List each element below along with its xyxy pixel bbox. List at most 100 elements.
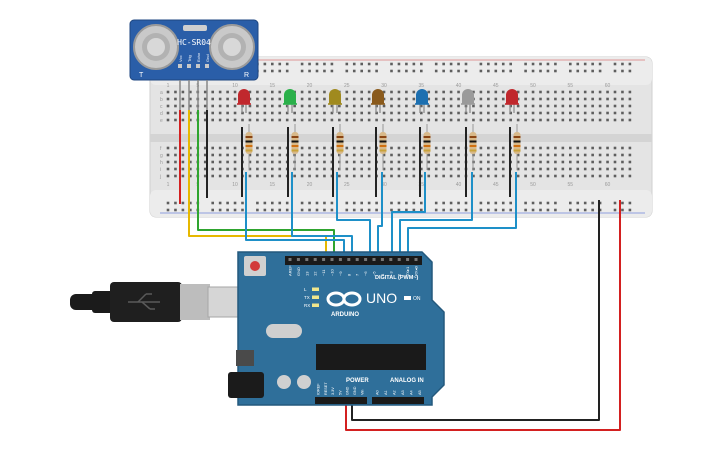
led-2	[283, 89, 297, 113]
column-number: 60	[605, 182, 611, 188]
analog-header	[372, 397, 424, 404]
power-pin-label: IOREF	[317, 383, 321, 395]
row-letter: i	[160, 167, 161, 173]
sensor-pin	[178, 64, 182, 68]
row-letter: a	[160, 90, 163, 96]
resistor-4	[379, 124, 387, 170]
analog-pin-label: A3	[401, 390, 405, 395]
analog-pin-label: A2	[393, 390, 397, 395]
column-number: 30	[381, 182, 387, 188]
digital-pin-label: ~10	[330, 268, 335, 276]
digital-pin-label: RX◂0	[414, 265, 419, 276]
digital-pin-label: AREF	[288, 265, 293, 276]
sensor-leads	[179, 80, 208, 110]
board-led-label: L	[304, 287, 307, 292]
power-pin-label: 3.3V	[331, 387, 335, 395]
capacitor	[277, 375, 291, 389]
row-letter: h	[160, 160, 163, 166]
sensor-t-mark: T	[139, 72, 144, 79]
column-number: 35	[419, 182, 425, 188]
resistor-7	[513, 124, 521, 170]
sensor-pin-label: Echo	[196, 52, 201, 62]
sensor-r-mark: R	[244, 72, 249, 79]
column-number: 1	[167, 83, 170, 89]
wire-trig-yellow	[188, 110, 327, 262]
sensor-pin-label: Vcc	[178, 55, 183, 62]
voltage-regulator	[236, 350, 254, 366]
row-letter: g	[160, 153, 163, 159]
wire-led3-blue	[336, 172, 371, 262]
digital-pin-label: 7	[355, 273, 360, 276]
digital-pin-label: 8	[346, 273, 351, 276]
digital-pin-label: 4	[380, 273, 385, 276]
row-letter: b	[160, 97, 163, 103]
column-number: 60	[605, 83, 611, 89]
analog-label: ANALOG IN	[390, 378, 424, 384]
row-letter: f	[160, 146, 162, 152]
sensor-pin-label: Gnd	[205, 54, 210, 62]
power-header	[315, 397, 367, 404]
row-letter: c	[160, 104, 163, 110]
row-letter: j	[159, 174, 161, 180]
column-number: 30	[381, 83, 387, 89]
power-pin-label: RESET	[324, 382, 328, 395]
digital-pin-label: ~9	[338, 271, 343, 276]
column-number: 45	[493, 83, 499, 89]
wire-led5-blue	[391, 172, 426, 262]
led-6	[461, 89, 475, 113]
usb-cable	[70, 282, 245, 322]
led-3	[328, 89, 342, 113]
column-number: 20	[307, 182, 313, 188]
resistor-3	[336, 124, 344, 170]
column-number: 55	[568, 83, 574, 89]
led-1	[237, 89, 251, 113]
column-number: 40	[456, 83, 462, 89]
sensor-pin	[196, 64, 200, 68]
crystal-icon	[183, 25, 207, 31]
wires	[179, 110, 621, 431]
column-number: 15	[270, 182, 276, 188]
board-led-icon	[312, 287, 319, 291]
led-5	[415, 89, 429, 113]
wire-led1-blue	[245, 172, 345, 262]
digital-pin-label: ~3	[388, 271, 393, 276]
power-pin-label: GND	[353, 386, 357, 395]
crystal	[266, 324, 302, 338]
sensor-model-label: HC-SR04	[177, 38, 211, 47]
digital-pin-label: ~11	[321, 269, 326, 276]
resistor-1	[245, 124, 253, 170]
column-number: 20	[307, 83, 313, 89]
digital-label: DIGITAL (PWM~)	[375, 275, 419, 281]
wire-led7-blue	[407, 172, 517, 262]
column-number: 10	[232, 182, 238, 188]
wire-echo-green	[197, 110, 335, 262]
resistor-5	[423, 124, 431, 170]
digital-header	[285, 256, 422, 265]
row-letter: e	[160, 118, 163, 124]
led-4	[371, 89, 385, 113]
column-number: 50	[530, 182, 536, 188]
column-number: 10	[232, 83, 238, 89]
board-led-labels: L TX RX	[304, 287, 319, 308]
board-led-label: TX	[304, 295, 310, 300]
model-label: UNO	[366, 290, 397, 306]
column-number: 25	[344, 182, 350, 188]
breadboard[interactable]: 1155101015152020252530303535404045455050…	[149, 56, 653, 218]
board-led-label: RX	[304, 303, 310, 308]
analog-pin-label: A0	[376, 390, 380, 395]
digital-pin-label: TX▸1	[405, 266, 410, 276]
analog-pin-label: A5	[418, 390, 422, 395]
led-7	[505, 89, 519, 113]
column-number: 25	[344, 83, 350, 89]
brand-label: ARDUINO	[331, 312, 359, 318]
microcontroller-chip	[316, 344, 426, 370]
column-number: 15	[270, 83, 276, 89]
power-pin-label: GND	[346, 386, 350, 395]
power-jack	[228, 372, 264, 398]
analog-pin-label: A4	[410, 390, 414, 395]
